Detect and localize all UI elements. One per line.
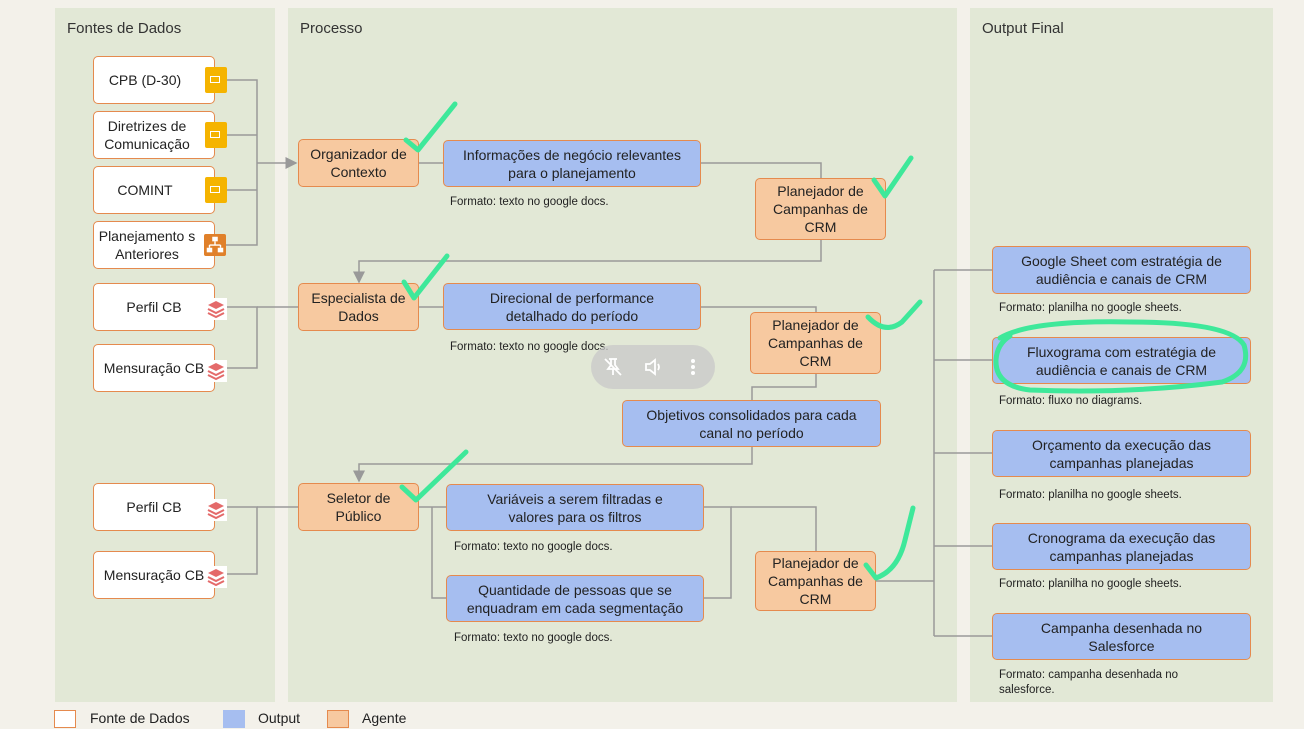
source-mensuracao-2-label: Mensuração CB [103,567,205,583]
database-stack-icon [205,298,227,320]
agent-seletor-label: Seletor de Público [326,490,391,524]
source-cpb: CPB (D-30) [93,56,215,104]
legend-fonte: Fonte de Dados [90,710,190,726]
source-diretrizes-label: Diretrizes de Comunicação [104,118,190,152]
lane-title-output: Output Final [982,20,1064,37]
lane-title-process: Processo [300,20,363,37]
source-mensuracao-1-label: Mensuração CB [103,360,205,376]
legend-swatch-fonte [54,710,76,728]
legend-output: Output [258,710,301,726]
media-toolbar [591,345,715,389]
pin-off-icon[interactable] [599,353,627,381]
source-perfil-2-label: Perfil CB [126,499,182,515]
agent-planejador-1: Planejador de Campanhas de CRM [755,178,886,240]
final-campanha-format: Formato: campanha desenhada no salesforc… [999,669,1179,696]
output-direcional: Direcional de performance detalhado do p… [443,283,701,330]
output-informacoes: Informações de negócio relevantes para o… [443,140,701,187]
source-mensuracao-1: Mensuração CB [93,344,215,392]
final-cronograma-format: Formato: planilha no google sheets. [999,578,1182,590]
agent-planejador-2: Planejador de Campanhas de CRM [750,312,881,374]
database-stack-icon [205,360,227,382]
source-comint: COMINT [93,166,215,214]
final-cronograma-label: Cronograma da execução das campanhas pla… [1027,529,1216,564]
source-perfil-1-label: Perfil CB [126,299,182,315]
agent-organizador-label: Organizador de Contexto [310,146,407,180]
final-campanha: Campanha desenhada no Salesforce [992,613,1251,660]
output-quantidade-format: Formato: texto no google docs. [454,632,613,644]
agent-organizador: Organizador de Contexto [298,139,419,187]
final-orcamento: Orçamento da execução das campanhas plan… [992,430,1251,477]
legend-agente: Agente [362,710,407,726]
output-quantidade: Quantidade de pessoas que se enquadram e… [446,575,704,622]
source-planejamentos: Planejamento s Anteriores [93,221,215,269]
database-stack-icon [205,499,227,521]
agent-planejador-3: Planejador de Campanhas de CRM [755,551,876,611]
output-informacoes-label: Informações de negócio relevantes para o… [463,146,681,181]
agent-planejador-1-label: Planejador de Campanhas de CRM [773,183,868,235]
output-variaveis: Variáveis a serem filtradas e valores pa… [446,484,704,531]
final-sheet-label: Google Sheet com estratégia de audiência… [1021,253,1222,287]
final-fluxograma: Fluxograma com estratégia de audiência e… [992,337,1251,384]
agent-especialista: Especialista de Dados [298,283,419,331]
legend-swatch-output [223,710,245,728]
more-vertical-icon[interactable] [679,353,707,381]
agent-seletor: Seletor de Público [298,483,419,531]
source-perfil-2: Perfil CB [93,483,215,531]
output-quantidade-label: Quantidade de pessoas que se enquadram e… [466,581,684,616]
final-fluxograma-label: Fluxograma com estratégia de audiência e… [1026,343,1217,378]
agent-planejador-2-label: Planejador de Campanhas de CRM [768,317,863,369]
final-sheet-format: Formato: planilha no google sheets. [999,302,1182,314]
source-mensuracao-2: Mensuração CB [93,551,215,599]
agent-especialista-label: Especialista de Dados [311,290,406,324]
volume-icon[interactable] [639,353,667,381]
legend-swatch-agente [327,710,349,728]
output-direcional-format: Formato: texto no google docs. [450,341,609,353]
final-cronograma: Cronograma da execução das campanhas pla… [992,523,1251,570]
source-perfil-1: Perfil CB [93,283,215,331]
output-objetivos: Objetivos consolidados para cada canal n… [622,400,881,447]
agent-planejador-3-label: Planejador de Campanhas de CRM [768,555,863,607]
output-direcional-label: Direcional de performance detalhado do p… [489,289,655,324]
output-variaveis-label: Variáveis a serem filtradas e valores pa… [487,490,663,525]
final-fluxograma-format: Formato: fluxo no diagrams. [999,395,1143,407]
output-variaveis-format: Formato: texto no google docs. [454,541,613,553]
google-slides-icon [205,67,227,93]
final-orcamento-format: Formato: planilha no google sheets. [999,489,1182,501]
final-orcamento-label: Orçamento da execução das campanhas plan… [1032,436,1211,471]
org-chart-icon [204,234,226,256]
source-cpb-label: CPB (D-30) [108,72,182,88]
output-informacoes-format: Formato: texto no google docs. [450,196,609,208]
database-stack-icon [205,566,227,588]
final-campanha-label: Campanha desenhada no Salesforce [1040,619,1203,654]
final-sheet: Google Sheet com estratégia de audiência… [992,246,1251,294]
google-slides-icon [205,122,227,148]
source-comint-label: COMINT [117,182,173,198]
output-objetivos-label: Objetivos consolidados para cada canal n… [646,406,857,441]
source-planejamentos-label: Planejamento s Anteriores [98,228,196,262]
google-slides-icon [205,177,227,203]
lane-title-sources: Fontes de Dados [67,20,182,37]
source-diretrizes: Diretrizes de Comunicação [93,111,215,159]
